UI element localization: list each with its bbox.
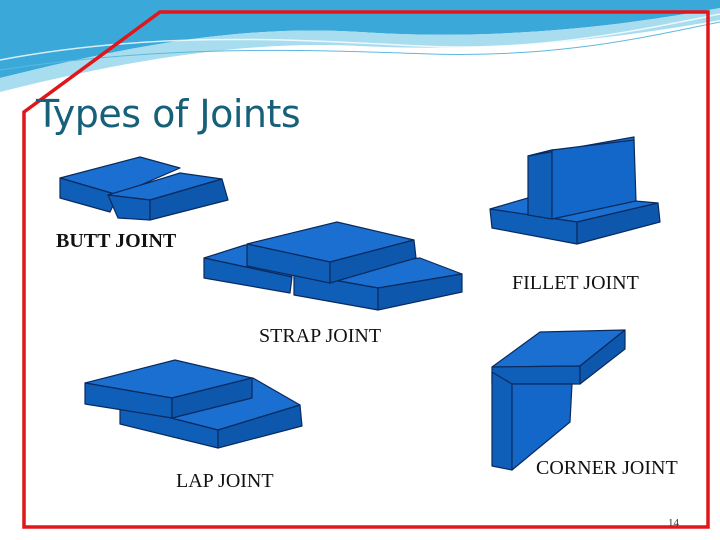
- fillet-web-side: [551, 139, 637, 220]
- strap-joint-drawing: [203, 221, 463, 311]
- butt-plate-right-side: [149, 178, 229, 221]
- corner-top-plate-side: [579, 329, 626, 385]
- slide-frame: [22, 10, 710, 529]
- butt-joint-drawing: [59, 156, 229, 221]
- fillet-base-side: [576, 202, 661, 245]
- corner-vertical-front: [491, 371, 513, 471]
- strap-cover-side: [329, 239, 417, 284]
- corner-vertical-side: [511, 383, 573, 471]
- lap-joint-drawing: [84, 359, 303, 449]
- fillet-joint-label: FILLET JOINT: [512, 272, 639, 294]
- corner-joint-label: CORNER JOINT: [536, 457, 678, 479]
- page-number: 14: [668, 517, 679, 529]
- fillet-web-front: [527, 149, 553, 220]
- fillet-joint-drawing: [489, 136, 661, 245]
- wave-band-light: [0, 8, 720, 92]
- butt-plate-right-front: [107, 194, 151, 221]
- wave-line-2: [0, 21, 720, 71]
- wave-band-dark: [0, 0, 720, 78]
- wave-line-1: [0, 13, 720, 61]
- lap-bottom-side: [217, 404, 303, 449]
- butt-plate-left-front: [59, 177, 119, 213]
- strap-right-plate-side: [377, 273, 463, 311]
- corner-joint-drawing: [491, 329, 626, 471]
- lap-top-side: [171, 377, 253, 419]
- strap-left-plate-front: [203, 257, 293, 294]
- header-waves: [0, 0, 720, 92]
- strap-joint-label: STRAP JOINT: [259, 325, 382, 347]
- slide-title: Types of Joints: [36, 92, 301, 136]
- lap-joint-label: LAP JOINT: [176, 470, 274, 492]
- butt-joint-label: BUTT JOINT: [56, 230, 177, 252]
